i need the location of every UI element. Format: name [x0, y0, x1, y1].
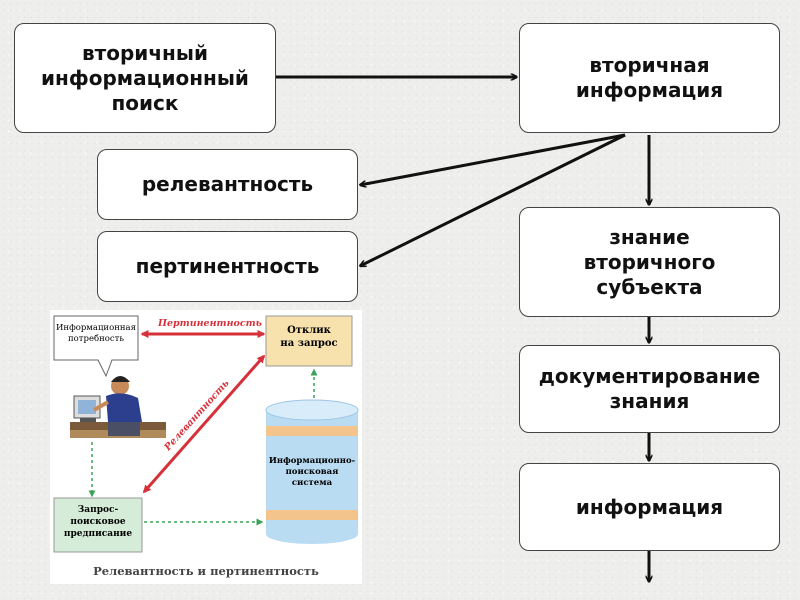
arrow-info-to-relevance — [360, 133, 626, 185]
knowledge-documenting-box: документирование знания — [519, 345, 780, 433]
pertinence-box: пертинентность — [97, 231, 358, 302]
user-at-computer-icon — [70, 376, 166, 438]
information-need-bubble — [53, 315, 139, 378]
response-label: Отклик на запрос — [280, 325, 338, 349]
query-label: Запрос- поисковое предписание — [63, 505, 133, 539]
secondary-information-box: вторичная информация — [519, 23, 780, 133]
pertinence-label: Пертинентность — [158, 318, 262, 329]
information-need-label: Информационная потребность — [56, 323, 136, 344]
secondary-subject-knowledge-box: знание вторичного субъекта — [519, 207, 780, 317]
search-system-cylinder — [265, 399, 359, 544]
arrow-info-to-pertinence — [360, 133, 626, 268]
relevance-pertinence-illustration: Информационная потребность Отклик на зап… — [50, 310, 362, 584]
search-system-label: Информационно- поисковая система — [268, 456, 356, 488]
secondary-search-box: вторичный информационный поиск — [14, 23, 276, 133]
relevance-arrow — [142, 354, 266, 494]
illustration-caption: Релевантность и пертинентность — [93, 564, 319, 578]
response-box — [265, 315, 353, 367]
information-box: информация — [519, 463, 780, 551]
relevance-box: релевантность — [97, 149, 358, 220]
query-box — [53, 497, 143, 553]
